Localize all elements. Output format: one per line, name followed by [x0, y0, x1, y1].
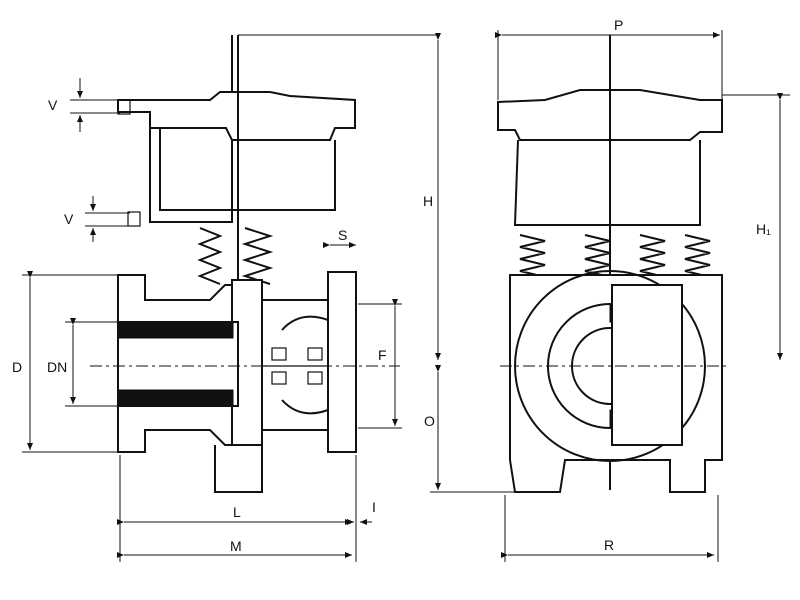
left-mid-screw	[127, 211, 141, 227]
label-S: S	[338, 227, 347, 243]
right-bellows	[519, 234, 711, 278]
left-outlet-flange	[327, 271, 357, 453]
label-V-top: V	[48, 97, 58, 113]
label-P: P	[614, 17, 623, 33]
label-H1: H₁	[756, 221, 771, 237]
left-top-cover	[117, 91, 356, 141]
left-outlet-neck	[262, 299, 329, 431]
dimensions	[22, 30, 790, 562]
left-bolt-4	[307, 371, 323, 385]
right-bore-outer	[514, 270, 706, 462]
left-bellows	[197, 227, 274, 285]
left-bolt-2	[307, 347, 323, 361]
left-bore-wall-top	[117, 321, 234, 339]
label-F: F	[378, 347, 387, 363]
label-L: L	[233, 504, 241, 520]
label-H: H	[423, 193, 433, 209]
dimension-labels: V V D DN L M S F I H O P R H₁	[12, 17, 771, 554]
label-R: R	[604, 537, 614, 553]
left-section-view	[90, 35, 400, 493]
label-DN: DN	[47, 359, 67, 375]
left-bolt-1	[271, 347, 287, 361]
left-bore-wall-bottom	[117, 389, 234, 407]
right-upper-chamber	[513, 139, 701, 226]
left-foot	[214, 445, 263, 493]
label-I: I	[372, 499, 376, 515]
label-M: M	[230, 538, 242, 554]
label-O: O	[424, 413, 435, 429]
label-V-mid: V	[64, 211, 74, 227]
right-view	[497, 35, 730, 493]
left-top-screw	[117, 99, 131, 115]
label-D: D	[12, 359, 22, 375]
left-chamber-wall	[149, 127, 233, 223]
left-upper-chamber	[231, 140, 336, 211]
left-bolt-3	[271, 371, 287, 385]
right-gate-plate	[611, 284, 683, 446]
